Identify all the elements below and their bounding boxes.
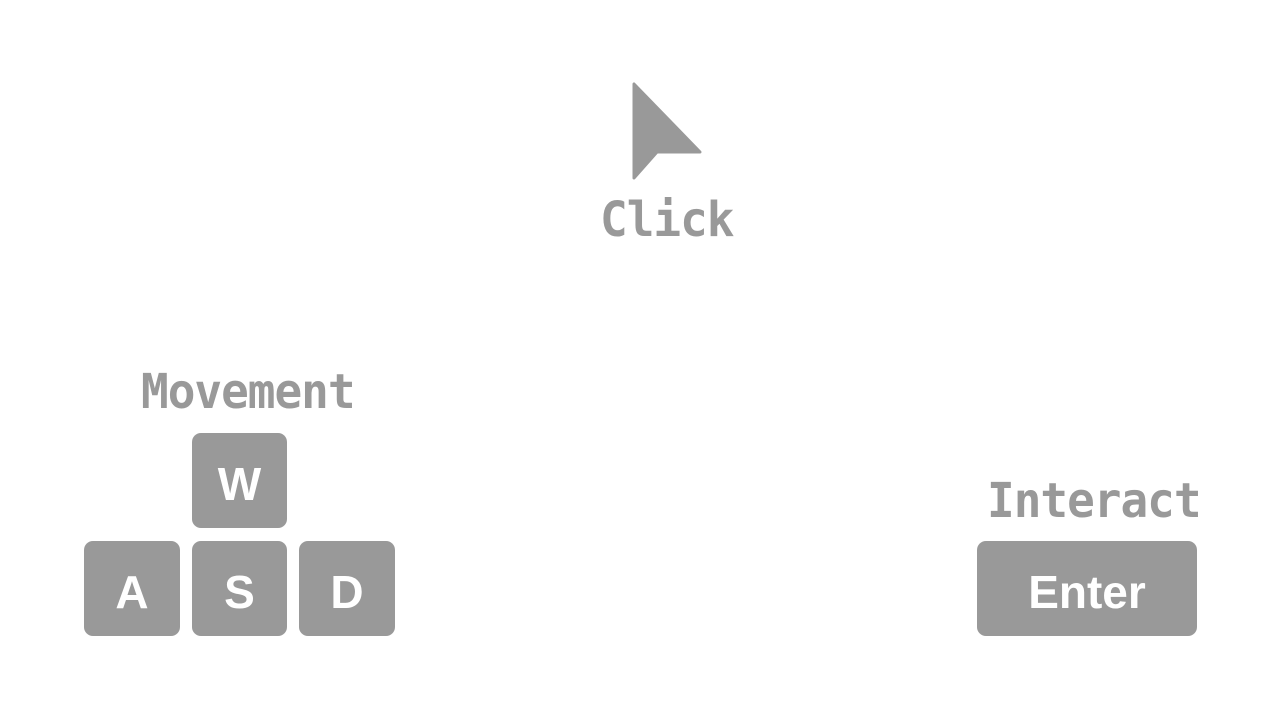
key-w-label: W [217,457,262,510]
key-enter-label: Enter [1028,565,1146,618]
interact-label: Interact [987,471,1202,529]
key-d-label: D [330,565,364,618]
click-label: Click [600,190,734,248]
key-a-label: A [115,565,149,618]
key-enter: Enter [977,541,1197,636]
cursor-arrow-icon [632,82,702,180]
key-w: W [192,433,287,528]
key-a: A [84,541,180,636]
key-d: D [299,541,395,636]
key-s: S [192,541,287,636]
key-s-label: S [224,565,255,618]
movement-label: Movement [141,362,356,420]
